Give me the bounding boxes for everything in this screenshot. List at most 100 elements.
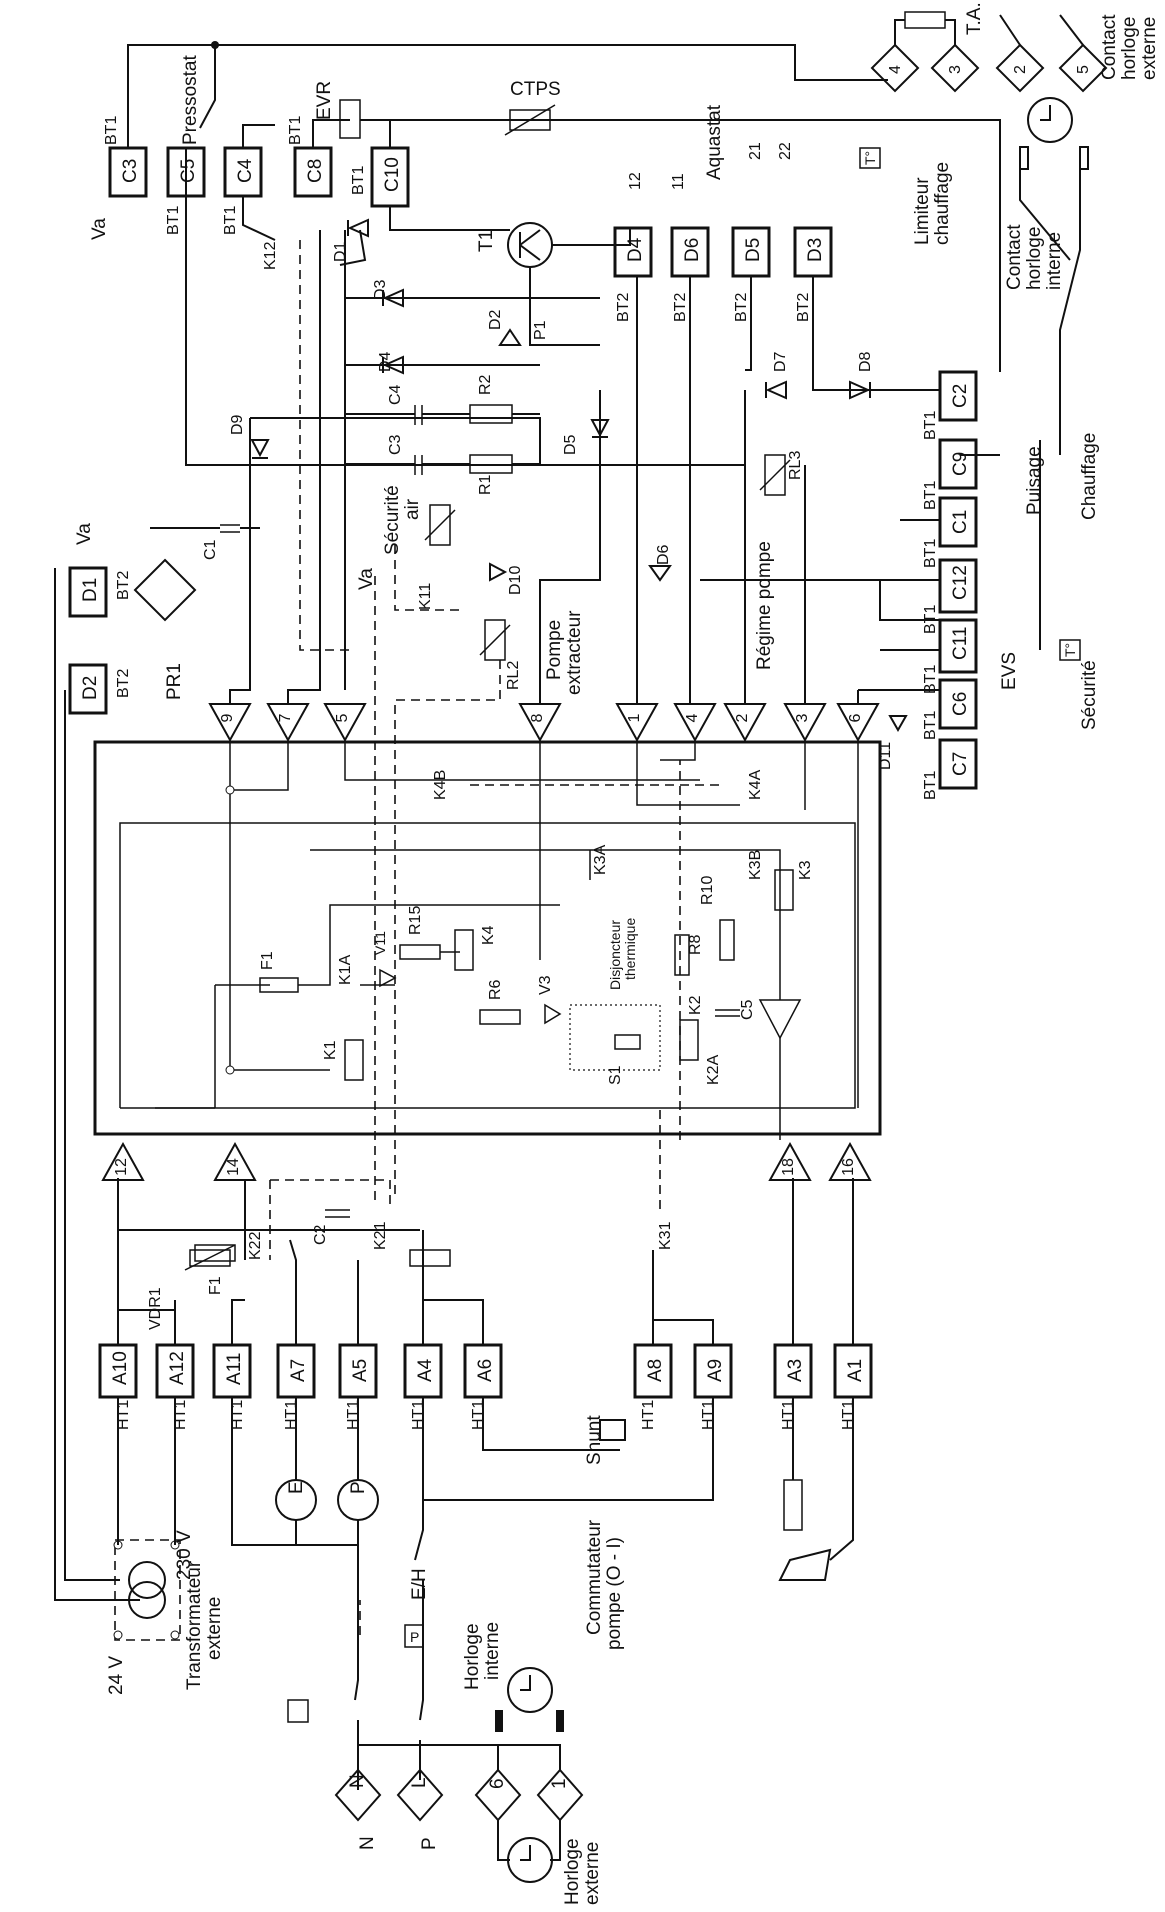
- dashed-links: [269, 240, 720, 1635]
- inner-v3: V3: [537, 975, 554, 995]
- limiteur-label-2: chauffage: [932, 162, 953, 245]
- v24-label: 24 V: [106, 1656, 127, 1695]
- connector-a10-ht: HT1: [115, 1400, 132, 1430]
- connector-c3: [108, 146, 148, 198]
- pin-9: 9: [219, 713, 236, 722]
- connector-a4: [403, 1343, 443, 1399]
- connector-a12-label: A12: [167, 1351, 188, 1385]
- connector-c6-label: C6: [950, 692, 971, 716]
- pin-3: 3: [794, 713, 811, 722]
- connector-d3: [793, 226, 833, 278]
- terminal-l: L: [409, 1777, 430, 1788]
- connector-a11-label: A11: [224, 1353, 245, 1385]
- connector-d1: [68, 566, 108, 618]
- connector-c4-bt: BT1: [222, 206, 239, 235]
- connector-d1-label: D1: [80, 578, 101, 602]
- clock-icon-external: [507, 1837, 553, 1883]
- connector-a1-ht: HT1: [840, 1400, 857, 1430]
- pin-12: 12: [113, 1158, 130, 1176]
- pin-16: 16: [840, 1158, 857, 1176]
- labels: Va Pressostat EVR CTPS T.A. Contact horl…: [74, 2, 1160, 1905]
- connector-a5-label: A5: [350, 1359, 371, 1382]
- contact-int-label-1: Contact: [1004, 224, 1025, 290]
- pompe-label-1: Pompe: [544, 620, 565, 680]
- d7-label: D7: [772, 351, 789, 372]
- c1-label: C1: [202, 539, 219, 560]
- connector-d3-label: D3: [805, 238, 826, 262]
- securite-label: Sécurité: [1079, 660, 1100, 730]
- connector-a3-label: A3: [785, 1359, 806, 1382]
- connector-a7-ht: HT1: [283, 1400, 300, 1430]
- k31-label: K31: [657, 1221, 674, 1250]
- k21-label: K21: [372, 1221, 389, 1250]
- d6-label: D6: [655, 544, 672, 565]
- connector-c11-label: C11: [950, 627, 971, 660]
- passives-upper: [133, 404, 791, 1271]
- v230-label: 230 V: [174, 1530, 195, 1580]
- p-label: P: [348, 1481, 369, 1494]
- n11-label: 11: [670, 173, 687, 190]
- pr1-label: PR1: [164, 663, 185, 700]
- r1-label: R1: [477, 474, 494, 495]
- p-box-label: P: [410, 1629, 419, 1645]
- n22-label: 22: [777, 142, 794, 160]
- top-pins: 9 7 5 8 1 4 2 3 6: [208, 703, 880, 743]
- contact-int-label-2: horloge: [1024, 227, 1045, 290]
- connector-d5: [731, 226, 771, 278]
- securite-air-label-1: Sécurité: [382, 485, 403, 555]
- connector-c11: [938, 618, 978, 674]
- inner-c5: C5: [739, 999, 756, 1020]
- inner-s1: S1: [607, 1065, 624, 1085]
- connector-d5-bt: BT2: [733, 293, 750, 322]
- connector-a6: [463, 1343, 503, 1399]
- puisage-label: Puisage: [1024, 446, 1045, 515]
- d3-label: D3: [372, 279, 389, 300]
- connector-d2-bt: BT2: [115, 669, 132, 698]
- inner-k1: K1: [322, 1040, 339, 1060]
- connector-a9-label: A9: [705, 1359, 726, 1382]
- c4-label: C4: [387, 384, 404, 405]
- pin-18: 18: [780, 1158, 797, 1176]
- terminal-n: N: [347, 1774, 368, 1788]
- connector-a8-label: A8: [645, 1359, 666, 1382]
- terminal-3: 3: [947, 65, 964, 74]
- connector-c8-bt: BT1: [287, 116, 304, 145]
- connector-a12: [155, 1343, 195, 1399]
- transformer-outline: [114, 1539, 181, 1641]
- inner-k3a: K3A: [592, 844, 609, 875]
- diodes: [250, 218, 908, 733]
- connector-a1-label: A1: [845, 1359, 866, 1382]
- inner-k4a: K4A: [747, 769, 764, 800]
- aquastat-label: Aquastat: [704, 104, 725, 180]
- inner-v11: V11: [372, 931, 388, 955]
- connector-a4-ht: HT1: [410, 1400, 427, 1430]
- to-label-1: T°: [862, 151, 878, 165]
- connector-c7: [938, 738, 978, 790]
- connector-a7: [276, 1343, 316, 1399]
- connector-c2-bt: BT1: [922, 411, 939, 440]
- va-label-2: Va: [74, 523, 95, 545]
- commutateur-label-1: Commutateur: [584, 1519, 605, 1635]
- connector-d2-label: D2: [80, 676, 101, 700]
- n-label: N: [357, 1836, 378, 1850]
- p-bottom-label: P: [419, 1837, 440, 1850]
- inner-r15: R15: [407, 906, 424, 935]
- connector-c9-bt: BT1: [922, 481, 939, 510]
- pompe-label-2: extracteur: [564, 610, 585, 695]
- pressostat-label: Pressostat: [180, 55, 201, 145]
- inner-disjoncteur: Disjoncteur: [607, 920, 623, 990]
- chauffage-label: Chauffage: [1079, 433, 1100, 520]
- vdr1-label: VDR1: [147, 1287, 164, 1330]
- connector-c12-label: C12: [950, 565, 971, 600]
- bottom-pins: 12 14 18 16: [101, 1141, 872, 1181]
- limiteur-label-1: Limiteur: [912, 177, 933, 245]
- connector-a11-ht: HT1: [229, 1400, 246, 1430]
- k11-label: K11: [417, 583, 434, 610]
- securite-air-label-2: air: [402, 498, 423, 520]
- connector-c2-label: C2: [950, 384, 971, 408]
- connector-a10-label: A10: [110, 1351, 131, 1385]
- terminal-4: 4: [887, 65, 904, 74]
- connector-a3-ht: HT1: [780, 1400, 797, 1430]
- inner-k3b: K3B: [747, 850, 764, 880]
